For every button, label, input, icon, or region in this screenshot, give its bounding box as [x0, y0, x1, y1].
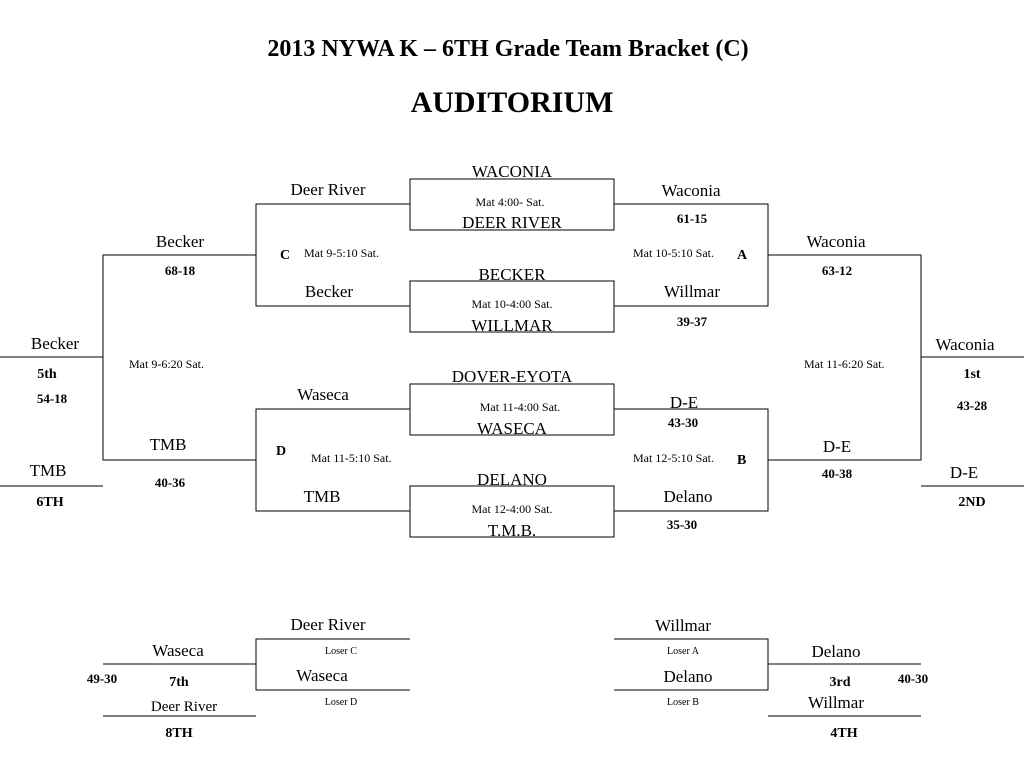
left-semi1-team: Becker: [155, 232, 205, 251]
consolation-right-top-label: Loser A: [667, 646, 699, 657]
left-r1-bottom2-team: TMB: [303, 487, 341, 506]
right-mat-a: Mat 10-5:10 Sat.: [633, 246, 714, 260]
consolation-left-top-label: Loser C: [325, 646, 357, 657]
left-loser-team: TMB: [29, 461, 67, 480]
right-r1-top-score: 61-15: [676, 211, 708, 226]
consolation-right-loser-team: Willmar: [808, 693, 864, 712]
left-semi2-team: TMB: [149, 435, 187, 454]
bracket-letter-a: A: [737, 248, 748, 263]
box3-top-team: DOVER-EYOTA: [451, 367, 573, 386]
bracket-letter-d: D: [276, 444, 287, 459]
right-r1-top-team: Waconia: [661, 181, 721, 200]
box4-bottom-team: T.M.B.: [487, 521, 537, 540]
right-loser-team: D-E: [949, 463, 979, 482]
left-r1-top-team: Deer River: [290, 180, 366, 199]
box2-top-team: BECKER: [478, 265, 546, 284]
left-r1-top2-team: Waseca: [297, 385, 349, 404]
right-semi2-score: 40-38: [821, 466, 853, 481]
consolation-left-score: 49-30: [86, 671, 118, 686]
left-final-mat: Mat 9-6:20 Sat.: [129, 357, 204, 371]
right-final-mat: Mat 11-6:20 Sat.: [804, 357, 885, 371]
left-loser-place: 6TH: [36, 495, 64, 510]
right-r1-bottom2-team: Delano: [663, 487, 713, 506]
consolation-left-place-7th: 7th: [169, 675, 189, 690]
right-r1-bottom-team: Willmar: [664, 282, 720, 301]
consolation-left-bottom-team: Waseca: [296, 666, 348, 685]
right-semi1-score: 63-12: [821, 263, 853, 278]
box3-mat: Mat 11-4:00 Sat.: [479, 400, 561, 414]
bracket-letter-b: B: [737, 453, 747, 468]
left-semi2-score: 40-36: [154, 475, 186, 490]
left-winner-place: 5th: [37, 367, 57, 382]
right-semi2-team: D-E: [822, 437, 852, 456]
consolation-left-top-team: Deer River: [290, 615, 366, 634]
box2-bottom-team: WILLMAR: [471, 316, 553, 335]
venue-title: AUDITORIUM: [410, 86, 614, 119]
right-r1-top2-team: D-E: [669, 393, 699, 412]
box1-bottom-team: DEER RIVER: [462, 213, 562, 232]
bracket-letter-c: C: [280, 248, 291, 263]
box4-mat: Mat 12-4:00 Sat.: [471, 502, 553, 516]
consolation-left-loser-team: Deer River: [150, 699, 218, 715]
box4-top-team: DELANO: [477, 470, 547, 489]
right-mat-b: Mat 12-5:10 Sat.: [633, 451, 714, 465]
consolation-right-top-team: Willmar: [655, 616, 711, 635]
box1-top-team: WACONIA: [471, 162, 553, 181]
right-loser-place: 2ND: [958, 495, 986, 510]
right-r1-bottom2-score: 35-30: [666, 517, 698, 532]
right-r1-top2-score: 43-30: [667, 415, 699, 430]
right-semi1-team: Waconia: [806, 232, 866, 251]
right-winner-score: 43-28: [956, 398, 988, 413]
consolation-right-score: 40-30: [897, 671, 929, 686]
consolation-right-place-4th: 4TH: [830, 726, 858, 741]
box3-bottom-team: WASECA: [477, 419, 547, 438]
box1-mat: Mat 4:00- Sat.: [475, 195, 545, 209]
consolation-left-place-8th: 8TH: [165, 726, 193, 741]
left-r1-bottom-team: Becker: [304, 282, 354, 301]
left-mat-d: Mat 11-5:10 Sat.: [311, 451, 392, 465]
right-winner-team: Waconia: [935, 335, 995, 354]
right-winner-place: 1st: [963, 367, 981, 382]
box2-mat: Mat 10-4:00 Sat.: [471, 297, 553, 311]
consolation-left-bottom-label: Loser D: [324, 697, 358, 708]
right-r1-bottom-score: 39-37: [676, 314, 708, 329]
consolation-right-bottom-team: Delano: [663, 667, 713, 686]
left-winner-score: 54-18: [36, 391, 68, 406]
consolation-right-winner-team: Delano: [811, 642, 861, 661]
left-winner-team: Becker: [30, 334, 80, 353]
consolation-left-winner-team: Waseca: [152, 641, 204, 660]
page-title: 2013 NYWA K – 6TH Grade Team Bracket (C): [267, 36, 749, 62]
consolation-right-place-3rd: 3rd: [829, 675, 851, 690]
left-semi1-score: 68-18: [164, 263, 196, 278]
left-mat-c: Mat 9-5:10 Sat.: [304, 246, 379, 260]
consolation-right-bottom-label: Loser B: [667, 697, 699, 708]
